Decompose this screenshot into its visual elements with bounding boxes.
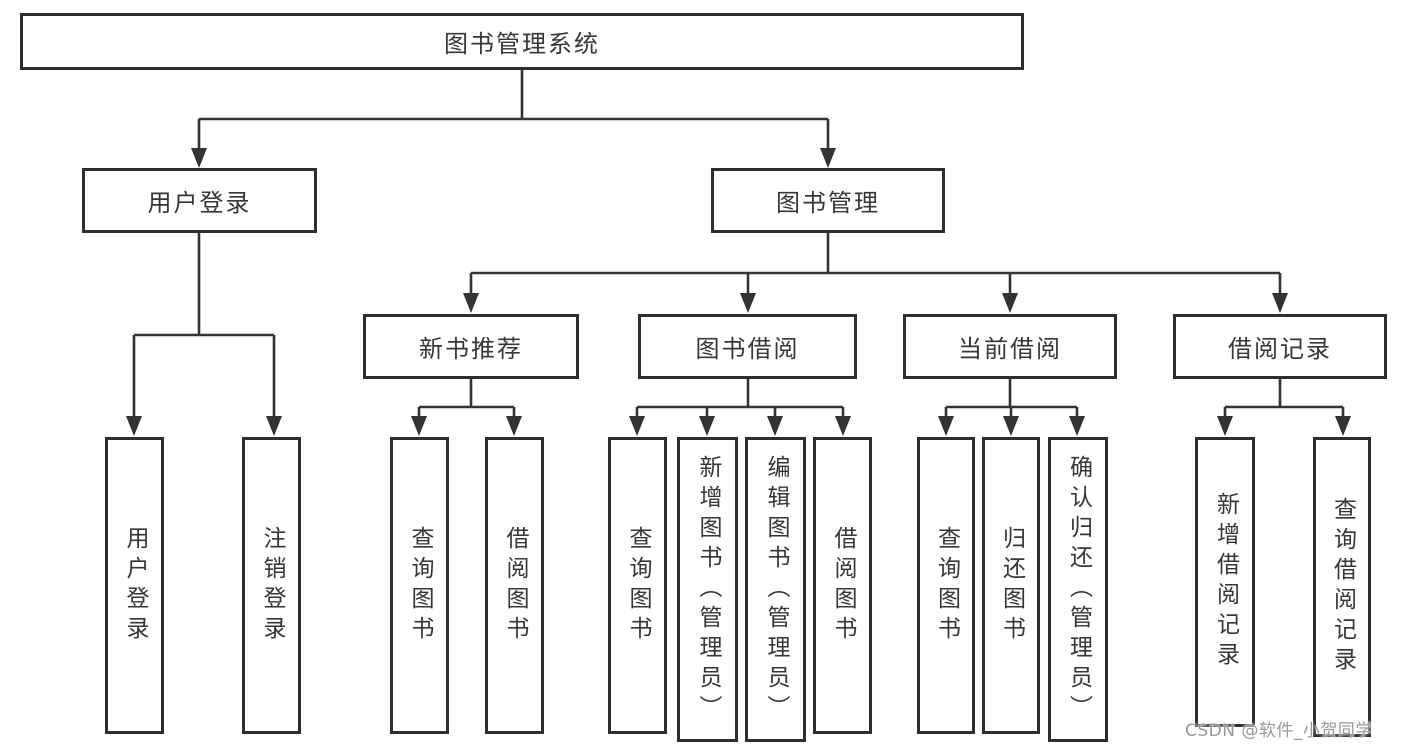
leaf-user-login: 用户登录 — [105, 437, 164, 734]
leaf-query-borrow-record-label: 查询借阅记录 — [1329, 497, 1356, 677]
leaf-query-borrow-record: 查询借阅记录 — [1313, 437, 1371, 737]
leaf-add-book-admin-label: 新增图书（管理员） — [695, 454, 721, 725]
leaf-confirm-return-admin: 确认归还（管理员） — [1048, 437, 1108, 742]
leaf-query-book-1-label: 查询图书 — [407, 525, 433, 646]
csdn-watermark: CSDN @软件_小贺同学 — [1185, 721, 1373, 741]
node-user-login: 用户登录 — [82, 168, 317, 233]
leaf-edit-book-admin: 编辑图书（管理员） — [745, 437, 806, 742]
node-current-borrow: 当前借阅 — [903, 314, 1117, 379]
leaf-add-borrow-record: 新增借阅记录 — [1195, 437, 1255, 727]
arrowheads — [126, 148, 1351, 436]
leaf-add-book-admin: 新增图书（管理员） — [677, 437, 738, 742]
leaf-borrow-book-1: 借阅图书 — [485, 437, 544, 734]
node-root: 图书管理系统 — [20, 13, 1024, 70]
node-book-management: 图书管理 — [711, 168, 945, 233]
leaf-query-book-2-label: 查询图书 — [625, 525, 651, 646]
leaf-query-book-3: 查询图书 — [917, 437, 975, 734]
leaf-return-book: 归还图书 — [982, 437, 1040, 734]
leaf-edit-book-admin-label: 编辑图书（管理员） — [763, 454, 789, 725]
leaf-borrow-book-1-label: 借阅图书 — [502, 525, 528, 646]
leaf-add-borrow-record-label: 新增借阅记录 — [1212, 492, 1239, 672]
node-borrow-record: 借阅记录 — [1173, 314, 1387, 379]
leaf-query-book-1: 查询图书 — [390, 437, 449, 734]
leaf-confirm-return-admin-label: 确认归还（管理员） — [1065, 454, 1092, 725]
leaf-borrow-book-2-label: 借阅图书 — [830, 525, 856, 646]
leaf-logout-label: 注销登录 — [259, 525, 285, 646]
leaf-borrow-book-2: 借阅图书 — [813, 437, 872, 734]
node-book-borrow: 图书借阅 — [638, 314, 857, 379]
node-new-book-recommend: 新书推荐 — [363, 314, 579, 379]
leaf-query-book-2: 查询图书 — [608, 437, 667, 734]
leaf-logout: 注销登录 — [242, 437, 301, 734]
leaf-return-book-label: 归还图书 — [998, 525, 1025, 646]
leaf-user-login-label: 用户登录 — [122, 525, 148, 646]
leaf-query-book-3-label: 查询图书 — [933, 525, 960, 646]
